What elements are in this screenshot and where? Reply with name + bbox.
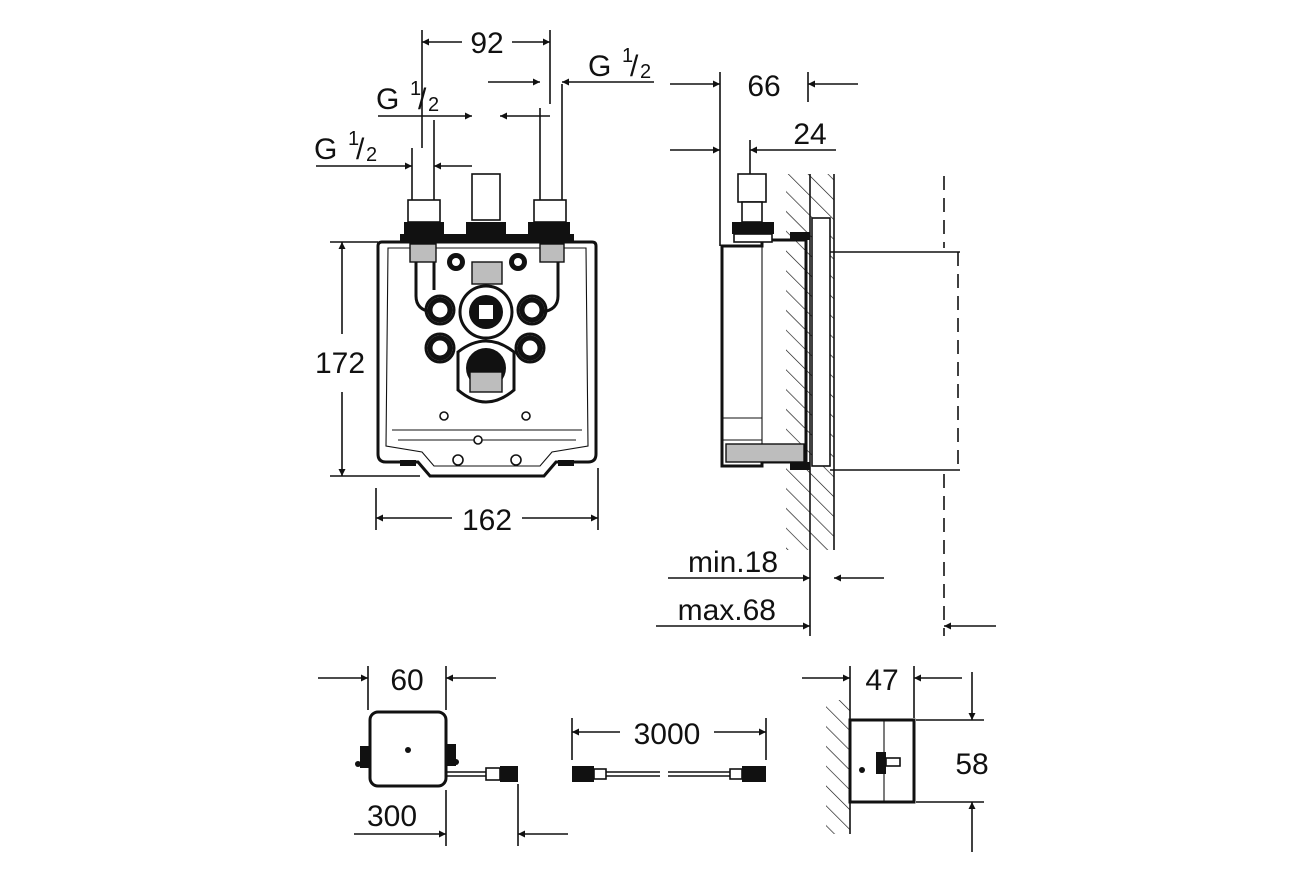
svg-text:/: / (356, 133, 365, 166)
svg-text:1: 1 (348, 128, 359, 150)
power-unit-dimensions (318, 666, 568, 846)
extension-cable-length-label: 3000 (634, 718, 701, 751)
svg-text:G: G (588, 50, 611, 83)
svg-text:2: 2 (428, 94, 439, 116)
dim-min-label: min.18 (688, 546, 778, 579)
svg-text:/: / (630, 50, 639, 83)
box-side-depth-label: 47 (865, 664, 898, 697)
front-dimensions (316, 30, 654, 530)
dim-max-label: max.68 (678, 594, 776, 627)
power-unit (355, 710, 518, 788)
box-side-body (848, 718, 916, 804)
svg-text:1: 1 (622, 45, 633, 67)
right-inlet-pipe (528, 84, 570, 314)
front-view (376, 84, 598, 478)
thread-right-label: G 1 / 2 (588, 45, 651, 83)
thread-left-label: G 1 / 2 (314, 128, 377, 166)
side-dimensions (656, 72, 996, 630)
dim-height-label: 172 (315, 347, 365, 380)
front-top-flange (400, 234, 574, 241)
box-side-view (826, 700, 916, 834)
extension-cable (572, 766, 766, 782)
svg-text:G: G (314, 133, 337, 166)
box-wall-hatch (826, 700, 850, 834)
dim-depth-label: 66 (747, 70, 780, 103)
power-unit-width-label: 60 (390, 664, 423, 697)
svg-text:2: 2 (640, 61, 651, 83)
box-side-dimensions (802, 666, 984, 852)
extension-cable-dimensions (571, 718, 767, 760)
thread-mid-label: G 1 / 2 (376, 78, 439, 116)
left-inlet-pipe (404, 120, 444, 314)
power-unit-cable-label: 300 (367, 800, 417, 833)
svg-text:1: 1 (410, 78, 421, 100)
svg-text:G: G (376, 83, 399, 116)
svg-text:/: / (418, 83, 427, 116)
dim-width-label: 162 (462, 504, 512, 537)
svg-text:2: 2 (366, 144, 377, 166)
center-outlet-pipe (466, 173, 506, 285)
box-side-height-label: 58 (955, 748, 988, 781)
side-view (720, 173, 960, 636)
front-housing-outline (376, 240, 598, 478)
dim-offset-label: 24 (793, 118, 826, 151)
dim-spacing-label: 92 (470, 27, 503, 60)
front-housing-inner (385, 247, 589, 467)
